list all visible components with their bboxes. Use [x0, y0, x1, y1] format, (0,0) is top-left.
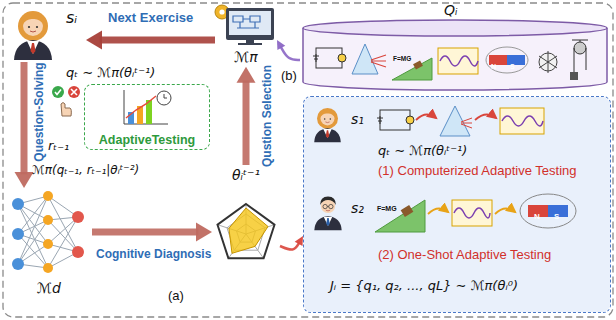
test-panel: (1) Computerized Adaptive Testing (2) One… — [303, 96, 611, 313]
node-label: ℳπ — [234, 49, 257, 66]
label-slot: Jᵢ = {q₁, q₂, ..., qL} ∼ ℳπ(θᵢ⁰) — [330, 276, 518, 294]
magnet-pole: S — [510, 63, 515, 70]
text-slot: s₁ — [351, 110, 364, 128]
response-label: rₜ₋₁ — [48, 138, 69, 154]
formula: Jᵢ = {q₁, q₂, ..., qL} ∼ ℳπ(θᵢ⁰) — [330, 278, 518, 294]
arrowhead — [86, 31, 102, 50]
connector-group — [280, 236, 303, 250]
connector-group — [86, 31, 215, 50]
outer-frame — [3, 3, 613, 317]
node-label: ℳd — [37, 280, 61, 297]
adaptive-testing-box: AdaptiveTesting — [84, 84, 210, 150]
flow-arrow — [100, 37, 215, 44]
text-slot: (2) One-Shot Adaptive Testing — [378, 245, 551, 263]
formula: qₜ ∼ ℳπ(θᵢᵗ⁻¹) — [66, 65, 155, 81]
student-figure — [314, 196, 341, 230]
arrowhead — [196, 223, 212, 242]
node-label: (1) Computerized Adaptive Testing — [378, 163, 576, 179]
cat-sequence — [377, 106, 544, 136]
arrowhead — [15, 172, 34, 188]
student-icon: s₂ — [309, 189, 371, 233]
edge-label: Cognitive Diagnosis — [96, 247, 211, 261]
connector-group — [277, 40, 300, 60]
node-label: (2) One-Shot Adaptive Testing — [378, 247, 551, 263]
label-slot: F=MG — [393, 47, 411, 65]
connector-group — [92, 223, 212, 242]
question-pool: Qᵢ — [300, 1, 612, 94]
node-label: θᵢᵗ⁻¹ — [232, 167, 260, 184]
label-slot: Question-Solving — [29, 62, 47, 161]
label-slot: qₜ ∼ ℳπ(θᵢᵗ⁻¹) — [378, 141, 467, 159]
diagnosis-network: ℳd — [6, 188, 92, 300]
magnet-pole: S — [554, 213, 559, 221]
flow-arrow — [21, 62, 28, 174]
label-slot: Next Exercise — [108, 8, 193, 26]
label-slot: Cognitive Diagnosis — [96, 244, 211, 262]
model-computer: ℳπ — [215, 4, 277, 67]
flow-arrow — [92, 229, 198, 236]
label-slot: N — [534, 205, 540, 223]
label-slot: S — [554, 205, 559, 223]
student-icon: sᵢ — [8, 4, 86, 62]
radar-chart — [218, 204, 275, 258]
node-label: Qᵢ — [444, 2, 458, 19]
question-pool-cylinder — [303, 20, 607, 90]
magnet-pole: N — [491, 63, 496, 70]
arrowhead — [237, 67, 256, 83]
ability-radar: θᵢᵗ⁻¹ — [212, 165, 280, 275]
text-slot: s₂ — [351, 199, 364, 217]
text-slot: ℳd — [6, 279, 92, 297]
text-slot: (1) Computerized Adaptive Testing — [378, 161, 576, 179]
icon-text: F=MG — [377, 205, 397, 212]
connector-group — [15, 62, 34, 188]
text-slot: sᵢ — [66, 8, 77, 27]
answer-marks — [52, 86, 80, 116]
panel-ground — [304, 97, 610, 312]
label-slot: rₜ₋₁ — [48, 136, 69, 154]
flow-arrow — [243, 80, 250, 165]
edge-label: Next Exercise — [108, 10, 193, 26]
student-figure — [314, 108, 341, 142]
connector-group — [237, 67, 256, 165]
panel-tag: (b) — [281, 68, 297, 84]
oat-sequence — [375, 194, 576, 232]
progress-chart — [124, 90, 171, 124]
flow-arrow — [281, 47, 300, 60]
label-slot: ℳπ(qₜ₋₁, rₜ₋₁|θᵢᵗ⁻²) — [32, 160, 139, 178]
computer-icon — [215, 5, 274, 45]
text-slot: Qᵢ — [444, 1, 458, 19]
label-slot: N — [491, 55, 496, 73]
edge-label: Question-Solving — [32, 62, 46, 161]
node-label: s₂ — [351, 200, 364, 217]
label-slot: (a) — [168, 286, 184, 304]
label-slot: (b) — [281, 66, 297, 84]
node-label: AdaptiveTesting — [99, 133, 195, 148]
text-slot: ℳπ — [215, 48, 277, 66]
formula: ℳπ(qₜ₋₁, rₜ₋₁|θᵢᵗ⁻²) — [32, 163, 139, 177]
node-label: s₁ — [351, 111, 364, 128]
flow-arrow — [280, 243, 299, 250]
icon-text: F=MG — [393, 56, 411, 63]
neural-network — [12, 191, 84, 273]
text-slot: AdaptiveTesting — [85, 130, 209, 148]
edge-label: Qustion Selection — [260, 65, 274, 167]
arrowhead — [277, 40, 285, 50]
formula: qₜ ∼ ℳπ(θᵢᵗ⁻¹) — [378, 143, 467, 159]
label-slot: S — [510, 55, 515, 73]
text-slot: θᵢᵗ⁻¹ — [212, 166, 280, 184]
student-icon: s₁ — [309, 102, 371, 142]
label-slot: qₜ ∼ ℳπ(θᵢᵗ⁻¹) — [66, 63, 155, 81]
student-figure — [14, 11, 52, 60]
label-slot: F=MG — [377, 197, 397, 215]
node-label: sᵢ — [66, 8, 77, 27]
label-slot: Qustion Selection — [257, 65, 275, 167]
panel-tag: (a) — [168, 288, 184, 304]
magnet-pole: N — [534, 213, 540, 221]
arrowhead — [295, 236, 303, 246]
